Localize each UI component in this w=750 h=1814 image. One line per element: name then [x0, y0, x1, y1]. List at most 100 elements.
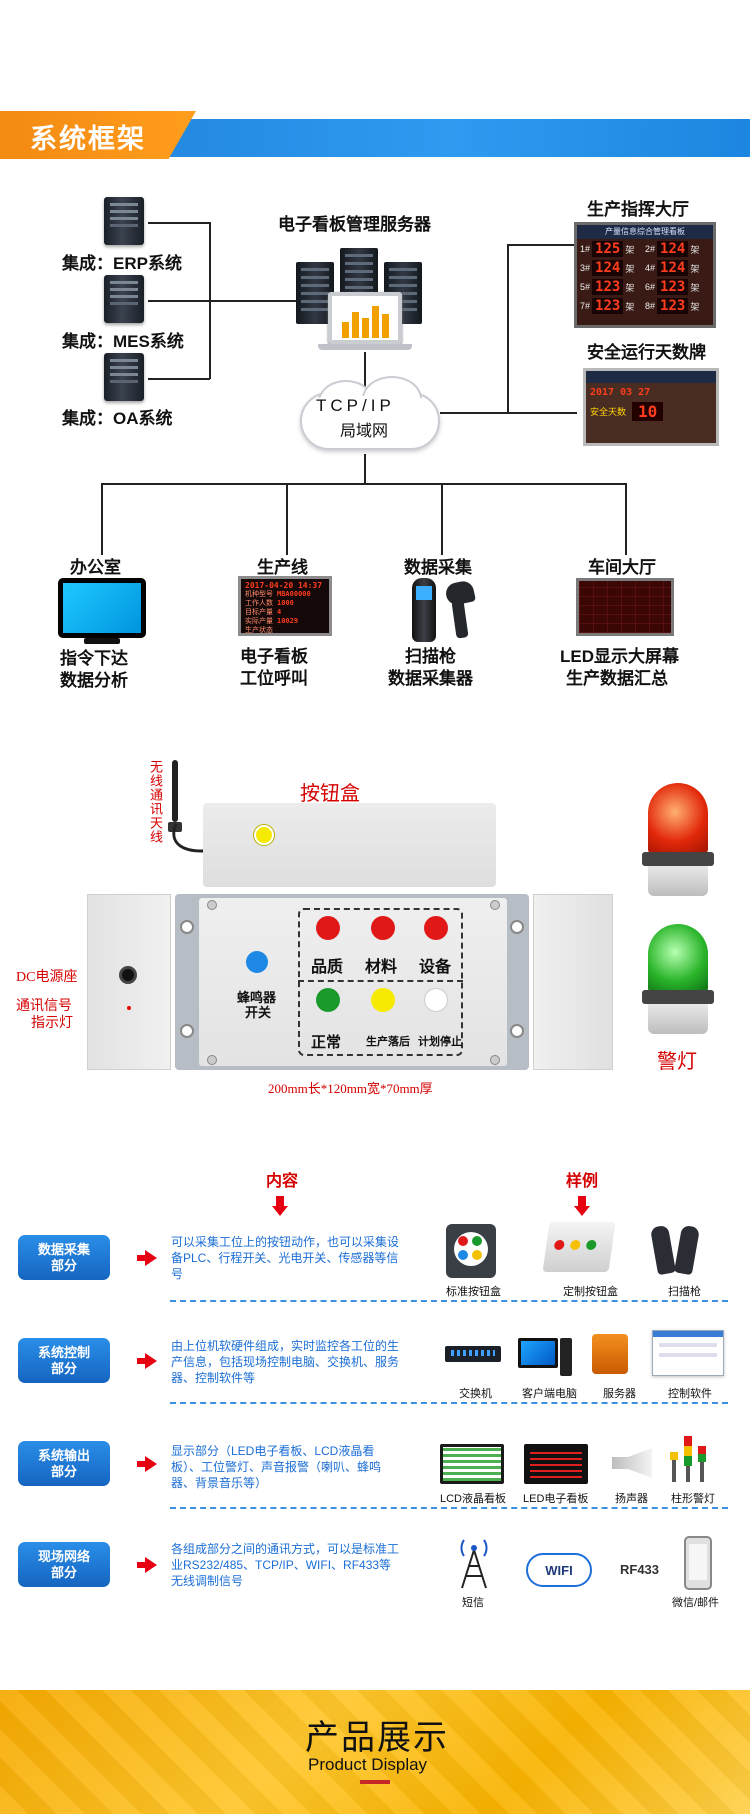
server-label: 电子看板管理服务器	[278, 215, 431, 234]
sms-tower-icon	[460, 1539, 488, 1589]
board-header: 产量信息综合管理看板	[577, 225, 713, 239]
item-custom-button-box: 定制按钮盒	[563, 1286, 618, 1298]
row-arrow-icon	[137, 1557, 157, 1573]
switch-icon	[445, 1346, 501, 1362]
desc-data-collection: 可以采集工位上的按钮动作，也可以采集设备PLC、行程开关、光电开关、传感器等信号	[171, 1235, 400, 1281]
item-client-pc: 客户端电脑	[522, 1388, 577, 1400]
material-label: 材料	[365, 959, 398, 976]
item-rf433: RF433	[620, 1562, 660, 1577]
client-pc-icon	[518, 1338, 558, 1368]
safety-days-label: 安全天数	[590, 407, 627, 417]
row-arrow-icon	[137, 1250, 157, 1266]
desc-field-network: 各组成部分之间的通讯方式，可以是标准工业RS232/485、TCP/IP、WIF…	[171, 1542, 400, 1588]
product-display-banner	[0, 1690, 750, 1814]
signal-indicator-led	[127, 1006, 131, 1010]
behind-label: 生产落后	[366, 1036, 410, 1048]
dc-label: DC电源座	[16, 970, 78, 985]
item-server: 服务器	[603, 1388, 636, 1400]
normal-label: 正常	[311, 1034, 342, 1051]
quality-button[interactable]	[316, 916, 340, 940]
dimensions-label: 200mm长*120mm宽*70mm厚	[268, 1081, 433, 1096]
speaker-icon	[612, 1448, 652, 1478]
node-oa: 集成：OA系统	[62, 409, 173, 428]
sample-header: 样例	[566, 1173, 599, 1190]
signal-label-2: 指示灯	[31, 1016, 73, 1031]
row-arrow-icon	[137, 1456, 157, 1472]
material-button[interactable]	[371, 916, 395, 940]
item-switch: 交换机	[459, 1388, 492, 1400]
category-field-network: 现场网络部分	[18, 1542, 110, 1587]
footer-title: 产品展示	[305, 1719, 449, 1757]
sample-arrow-icon	[578, 1196, 586, 1206]
footer-accent-bar	[360, 1780, 390, 1784]
node-hall-line2: 生产数据汇总	[566, 669, 668, 688]
category-data-collection: 数据采集部分	[18, 1235, 110, 1280]
normal-button[interactable]	[316, 988, 340, 1012]
category-system-control: 系统控制部分	[18, 1338, 110, 1383]
item-tower-light: 柱形警灯	[671, 1493, 715, 1505]
monitor-icon	[58, 578, 146, 638]
phone-icon	[684, 1536, 712, 1590]
node-erp: 集成：ERP系统	[62, 254, 182, 273]
led-board-icon	[524, 1444, 588, 1484]
row-arrow-icon	[137, 1353, 157, 1369]
button-box-lid	[203, 803, 496, 887]
item-sms: 短信	[462, 1597, 484, 1609]
server-tower-icon	[104, 275, 144, 323]
button-box-face	[199, 898, 507, 1066]
network-label: TCP/IP	[316, 396, 395, 415]
content-arrow-icon	[276, 1196, 284, 1206]
buzzer-switch-button[interactable]	[246, 951, 268, 973]
equipment-label: 设备	[419, 959, 452, 976]
signal-label-1: 通讯信号	[16, 999, 72, 1014]
node-hall-title: 车间大厅	[588, 558, 656, 577]
node-office-title: 办公室	[70, 558, 121, 577]
footer-subtitle: Product Display	[308, 1755, 428, 1774]
item-led-board: LED电子看板	[523, 1493, 589, 1505]
item-scanner: 扫描枪	[668, 1286, 701, 1298]
node-hall-line1: LED显示大屏幕	[560, 647, 679, 666]
row-divider	[170, 1402, 728, 1404]
node-line-line1: 电子看板	[240, 647, 308, 666]
buzzer-label-2: 开关	[245, 1005, 272, 1020]
control-software-icon	[652, 1330, 724, 1376]
dc-power-socket	[119, 966, 137, 984]
command-hall-label: 生产指挥大厅	[587, 200, 689, 219]
item-lcd-board: LCD液晶看板	[440, 1493, 507, 1505]
node-line-title: 生产线	[257, 558, 308, 577]
alarm-light-label: 警灯	[657, 1051, 697, 1073]
content-header: 内容	[266, 1173, 299, 1190]
behind-schedule-button[interactable]	[371, 988, 395, 1012]
safety-date: 2017 03 27	[590, 387, 651, 398]
node-collect-title: 数据采集	[404, 558, 472, 577]
button-group-frame	[298, 908, 463, 1056]
production-board-row: 生产状态	[245, 627, 273, 634]
standard-button-box-icon	[446, 1224, 496, 1278]
network-sublabel: 局域网	[340, 423, 389, 440]
box-right-panel	[533, 894, 613, 1070]
safety-days-board: 2017 03 27 安全天数 10	[583, 368, 719, 446]
section-header-tab	[0, 111, 196, 159]
scanner-gun-icon	[649, 1224, 677, 1276]
custom-button-box-icon	[542, 1222, 616, 1272]
server-tower-icon	[104, 353, 144, 401]
hall-led-screen-icon	[576, 578, 674, 636]
wifi-icon: WIFI	[526, 1553, 592, 1587]
safety-board-label: 安全运行天数牌	[587, 343, 706, 362]
item-standard-button-box: 标准按钮盒	[446, 1286, 501, 1298]
planned-stop-button[interactable]	[424, 988, 448, 1012]
equipment-button[interactable]	[424, 916, 448, 940]
node-collect-line1: 扫描枪	[405, 647, 456, 666]
